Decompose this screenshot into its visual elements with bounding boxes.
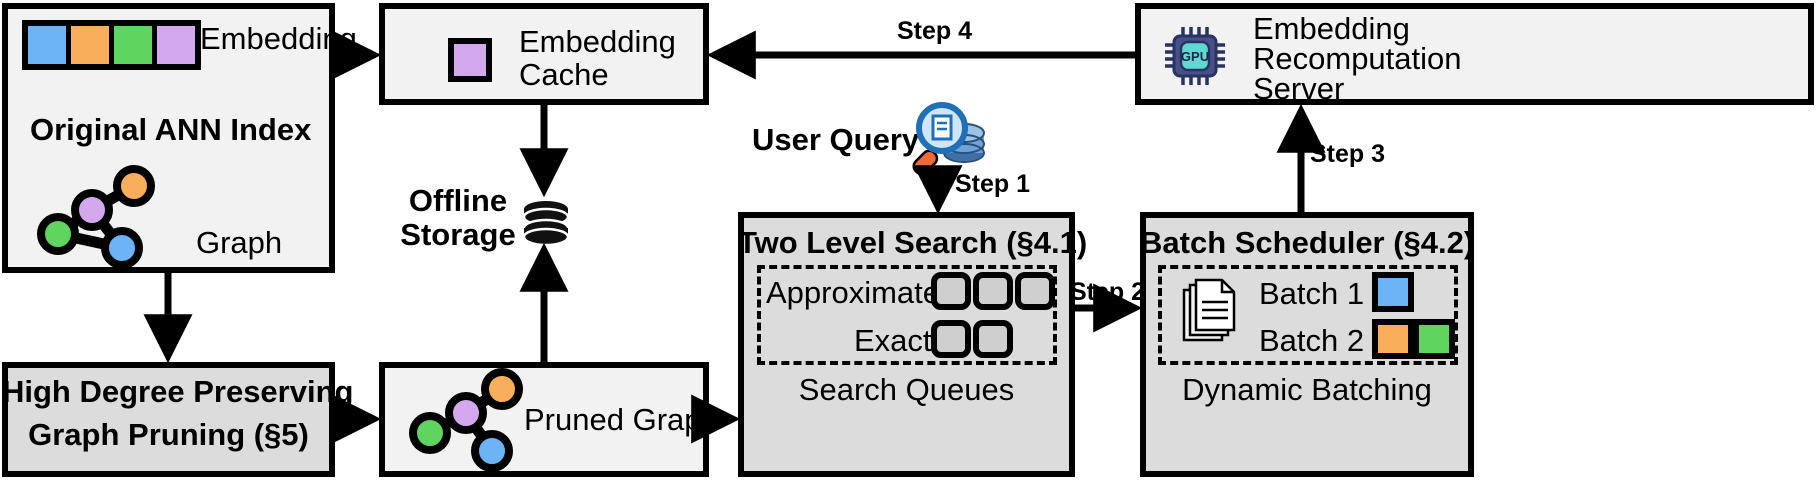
- batch-1-label: Batch 1: [1259, 276, 1365, 311]
- search-queues-footer: Search Queues: [798, 372, 1015, 407]
- batch-2-swatch-orange: [1372, 319, 1414, 359]
- embedding-swatch-blue: [28, 26, 71, 64]
- approximate-queue-slot-2[interactable]: [973, 272, 1013, 310]
- graph-pruning-box: [2, 362, 335, 477]
- embedding-swatch-green: [114, 26, 157, 64]
- step-1-label: Step 1: [955, 170, 1031, 198]
- two-level-search-box: [738, 212, 1075, 477]
- recomputation-server-box: [1135, 3, 1814, 105]
- step-4-label: Step 4: [897, 17, 973, 45]
- gpu-chip-icon: GPU: [1165, 27, 1225, 85]
- approximate-queue-slot-1[interactable]: [931, 272, 971, 310]
- original-ann-index-title: Original ANN Index: [30, 112, 312, 147]
- approximate-queue-slot-3[interactable]: [1015, 272, 1055, 310]
- embedding-swatch-orange: [71, 26, 114, 64]
- recomputation-server-line3: Server: [1253, 71, 1345, 106]
- embedding-swatch-purple: [157, 26, 195, 64]
- two-level-search-title: Two Level Search (§4.1): [738, 225, 1088, 260]
- recomputation-server-line1: Embedding: [1253, 11, 1410, 46]
- embedding-swatch-row: [22, 20, 201, 70]
- documents-stack-icon: [1182, 278, 1236, 342]
- exact-label: Exact: [854, 323, 932, 358]
- graph-pruning-line1: High Degree Preserving: [2, 374, 354, 409]
- original-graph-glyph: [37, 165, 155, 269]
- offline-storage-line1: Offline: [408, 183, 508, 218]
- database-cylinder-icon: [522, 201, 570, 247]
- batch-1-swatch-blue: [1372, 272, 1414, 312]
- pruned-graph-glyph: [409, 368, 523, 472]
- approximate-label: Approximate: [766, 275, 941, 310]
- gpu-icon-text: GPU: [1181, 49, 1209, 64]
- dynamic-batching-footer: Dynamic Batching: [1182, 372, 1432, 407]
- embedding-cache-box: [379, 3, 709, 105]
- dynamic-batching-dashed-region: [1158, 265, 1458, 365]
- batch-scheduler-box: [1140, 212, 1474, 477]
- step-2-label: Step 2: [1070, 278, 1146, 306]
- batch-2-label: Batch 2: [1259, 323, 1365, 358]
- recomputation-server-line2: Recomputation: [1253, 41, 1462, 76]
- embedding-label: Embedding: [200, 21, 357, 56]
- graph-label: Graph: [196, 225, 283, 260]
- batch-2-swatch-green: [1413, 319, 1455, 359]
- offline-storage-line2: Storage: [400, 217, 516, 252]
- embedding-cache-line2: Cache: [519, 57, 609, 92]
- graph-pruning-line2: Graph Pruning (§5): [28, 417, 309, 452]
- step-3-label: Step 3: [1310, 140, 1386, 168]
- exact-queue-slot-1[interactable]: [931, 320, 971, 358]
- embedding-cache-line1: Embedding: [519, 24, 676, 59]
- exact-queue-slot-2[interactable]: [973, 320, 1013, 358]
- embedding-cache-purple-square-icon: [448, 38, 492, 82]
- search-queues-dashed-region: [757, 265, 1057, 365]
- batch-scheduler-title: Batch Scheduler (§4.2): [1140, 225, 1475, 260]
- user-query-label: User Query: [752, 122, 920, 157]
